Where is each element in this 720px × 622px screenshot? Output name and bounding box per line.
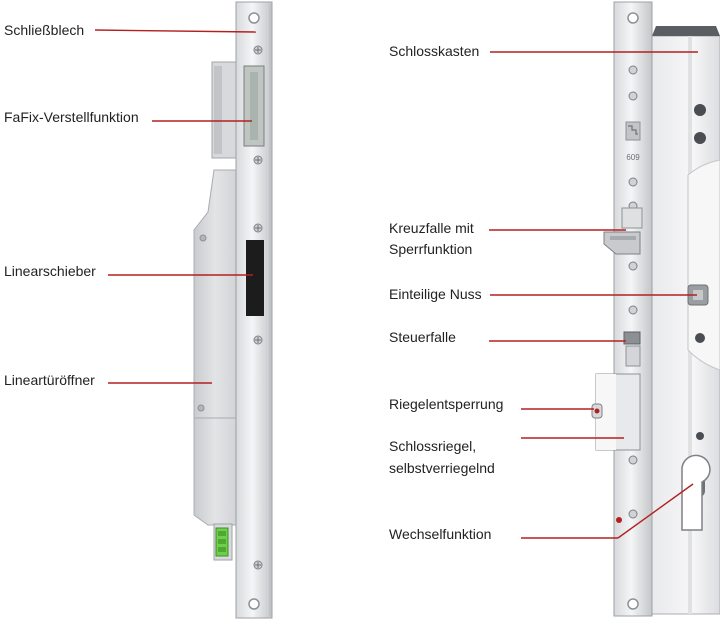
leader-schliessblech xyxy=(94,29,257,33)
cylinder-hole xyxy=(681,454,711,531)
label-nuss: Einteilige Nuss xyxy=(389,286,482,302)
label-fafix: FaFix-Verstellfunktion xyxy=(4,109,139,125)
linear-slider-slot xyxy=(246,240,264,316)
manufacturer-logo xyxy=(625,121,641,141)
label-wechselfunktion: Wechselfunktion xyxy=(389,526,492,542)
dead-bolt xyxy=(591,373,641,451)
leader-wechsel-diagonal xyxy=(617,483,694,539)
stamp-number: 609 xyxy=(626,153,640,162)
label-kreuzfalle-line1: Kreuzfalle mit xyxy=(389,220,474,236)
strike-plate-assembly xyxy=(193,1,273,619)
green-connector xyxy=(213,523,233,561)
leader-lines xyxy=(94,29,698,539)
label-linearturoeffner: Lineartüröffner xyxy=(4,372,95,388)
door-opener-body xyxy=(193,169,237,526)
label-schlossriegel-line1: Schlossriegel, xyxy=(389,438,477,454)
label-steuerfalle: Steuerfalle xyxy=(389,329,456,345)
nut-square xyxy=(687,284,709,306)
label-schlosskasten: Schlosskasten xyxy=(389,43,480,59)
control-latch xyxy=(623,331,641,367)
label-schlossriegel-line2: selbstverriegelnd xyxy=(389,460,495,476)
label-linearschieber: Linearschieber xyxy=(4,263,96,279)
label-kreuzfalle-line2: Sperrfunktion xyxy=(389,241,473,257)
lock-case-assembly: 609 xyxy=(591,1,720,617)
label-riegelentsperrung: Riegelentsperrung xyxy=(389,396,504,412)
label-schliessblech: Schließblech xyxy=(4,22,85,38)
cross-latch xyxy=(603,207,643,255)
